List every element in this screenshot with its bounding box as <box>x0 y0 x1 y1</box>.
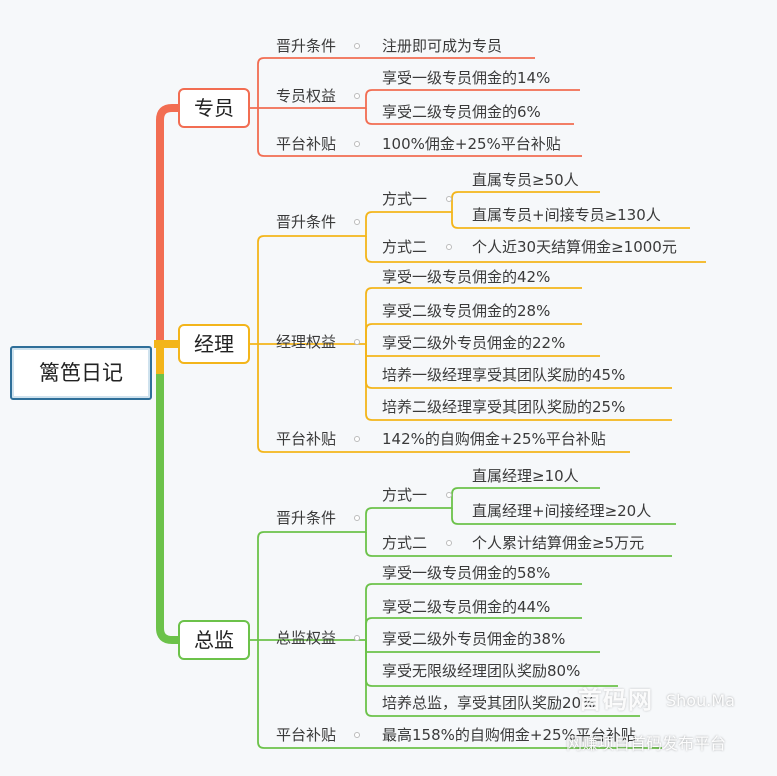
collapse-dot[interactable] <box>354 339 360 345</box>
jingli-butie-label[interactable]: 平台补贴 <box>276 430 337 448</box>
collapse-dot[interactable] <box>446 492 452 498</box>
jingli-fangshi1-label[interactable]: 方式一 <box>382 190 428 208</box>
jingli-quanyi-label[interactable]: 经理权益 <box>276 333 337 351</box>
zongjian-jinsheng-label[interactable]: 晋升条件 <box>276 509 337 527</box>
zongjian-fangshi1-item[interactable]: 直属经理≥10人 <box>472 467 579 485</box>
zhuanyuan-quanyi-item[interactable]: 享受一级专员佣金的14% <box>382 69 551 87</box>
jingli-quanyi-item[interactable]: 享受二级外专员佣金的22% <box>382 334 566 352</box>
branch-zhuanyuan <box>250 57 582 157</box>
collapse-dot[interactable] <box>446 540 452 546</box>
zongjian-fangshi2-value[interactable]: 个人累计结算佣金≥5万元 <box>472 534 645 552</box>
zongjian-quanyi-item[interactable]: 享受二级专员佣金的44% <box>382 598 551 616</box>
zongjian-fangshi1-item[interactable]: 直属经理+间接经理≥20人 <box>472 502 652 520</box>
jingli-jinsheng-label[interactable]: 晋升条件 <box>276 213 337 231</box>
jingli-quanyi-item[interactable]: 培养二级经理享受其团队奖励的25% <box>382 398 626 416</box>
node-zhuanyuan[interactable]: 专员 <box>178 88 250 128</box>
zhuanyuan-quanyi-item[interactable]: 享受二级专员佣金的6% <box>382 103 541 121</box>
collapse-dot[interactable] <box>354 515 360 521</box>
watermark-slogan: 网赚项目首码发布平台 <box>566 734 727 753</box>
trunk-zhuanyuan <box>156 104 182 378</box>
watermark-logo: 首码网 <box>578 686 653 714</box>
jingli-fangshi2-label[interactable]: 方式二 <box>382 238 428 256</box>
collapse-dot[interactable] <box>354 732 360 738</box>
collapse-dot[interactable] <box>354 219 360 225</box>
zongjian-fangshi1-label[interactable]: 方式一 <box>382 486 428 504</box>
zongjian-butie-value[interactable]: 最高158%的自购佣金+25%平台补贴 <box>382 726 636 744</box>
zongjian-butie-label[interactable]: 平台补贴 <box>276 726 337 744</box>
zhuanyuan-butie-label[interactable]: 平台补贴 <box>276 135 337 153</box>
zongjian-quanyi-label[interactable]: 总监权益 <box>276 629 337 647</box>
zongjian-quanyi-item[interactable]: 培养总监，享受其团队奖励20% <box>382 694 596 712</box>
collapse-dot[interactable] <box>446 196 452 202</box>
jingli-quanyi-item[interactable]: 培养一级经理享受其团队奖励的45% <box>382 366 626 384</box>
watermark-site: Shou.Ma <box>666 691 735 710</box>
zongjian-fangshi2-label[interactable]: 方式二 <box>382 534 428 552</box>
zongjian-quanyi-item[interactable]: 享受一级专员佣金的58% <box>382 564 551 582</box>
branch-zongjian <box>250 487 676 749</box>
zongjian-quanyi-item[interactable]: 享受二级外专员佣金的38% <box>382 630 566 648</box>
zhuanyuan-jinsheng-value[interactable]: 注册即可成为专员 <box>382 37 503 55</box>
trunk-zongjian <box>156 370 182 644</box>
collapse-dot[interactable] <box>354 436 360 442</box>
collapse-dot[interactable] <box>354 635 360 641</box>
jingli-quanyi-item[interactable]: 享受二级专员佣金的28% <box>382 302 551 320</box>
zhuanyuan-jinsheng-label[interactable]: 晋升条件 <box>276 37 337 55</box>
node-zongjian[interactable]: 总监 <box>178 620 250 660</box>
collapse-dot[interactable] <box>354 93 360 99</box>
collapse-dot[interactable] <box>446 244 452 250</box>
jingli-quanyi-item[interactable]: 享受一级专员佣金的42% <box>382 268 551 286</box>
jingli-butie-value[interactable]: 142%的自购佣金+25%平台补贴 <box>382 430 606 448</box>
branch-jingli <box>250 191 706 453</box>
root-node[interactable]: 篱笆日记 <box>10 346 152 400</box>
zongjian-quanyi-item[interactable]: 享受无限级经理团队奖励80% <box>382 662 581 680</box>
jingli-fangshi1-item[interactable]: 直属专员+间接专员≥130人 <box>472 206 661 224</box>
jingli-fangshi1-item[interactable]: 直属专员≥50人 <box>472 171 579 189</box>
collapse-dot[interactable] <box>354 141 360 147</box>
zhuanyuan-quanyi-label[interactable]: 专员权益 <box>276 87 337 105</box>
jingli-fangshi2-value[interactable]: 个人近30天结算佣金≥1000元 <box>472 238 677 256</box>
node-jingli[interactable]: 经理 <box>178 324 250 364</box>
zhuanyuan-butie-value[interactable]: 100%佣金+25%平台补贴 <box>382 135 561 153</box>
collapse-dot[interactable] <box>354 43 360 49</box>
